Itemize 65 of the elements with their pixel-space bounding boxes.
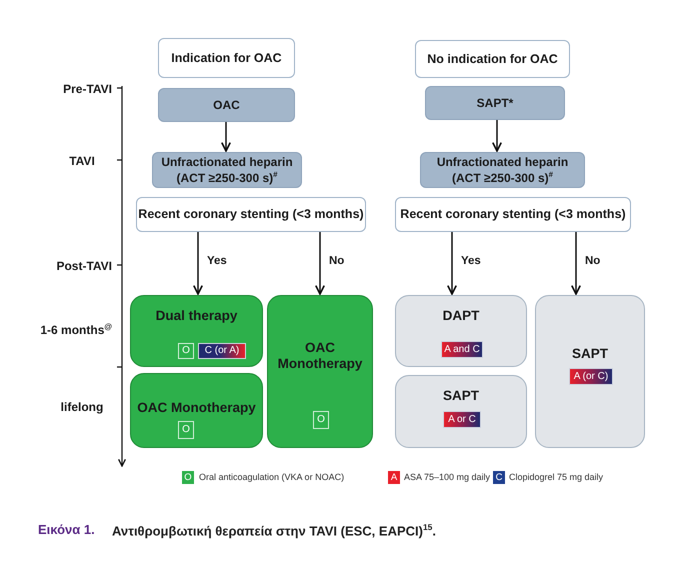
figure-number: Εικόνα 1. [38, 522, 95, 537]
legend-text: Clopidogrel 75 mg daily [509, 472, 604, 482]
badge-text: A or C [448, 414, 476, 426]
box-heading: OAC Monotherapy [276, 340, 364, 372]
box-heading: OAC Monotherapy [136, 400, 257, 416]
drug-badge [441, 341, 483, 358]
therapy-box [130, 373, 263, 448]
figure-caption: Αντιθρομβωτική θεραπεία στην TAVI (ESC, EAPCI)$^{15}$. [112, 522, 436, 538]
legend-swatch: A [388, 471, 400, 484]
arrow [220, 122, 232, 152]
box-heading: DAPT [442, 308, 480, 324]
box-heading: SAPT [442, 388, 480, 404]
box-text: Recent coronary stenting (<3 months) [400, 207, 626, 222]
arrow [570, 232, 582, 295]
box-text: Unfractionated heparin (ACT ≥250-300 s)$^{#}$ [436, 155, 570, 185]
edge-label: No [584, 255, 602, 267]
edge-label: Yes [206, 255, 228, 267]
timeline-label: TAVI [69, 154, 95, 168]
legend-text: ASA 75–100 mg daily [404, 472, 490, 482]
process-box [152, 152, 302, 188]
arrow [446, 232, 458, 295]
box-text: Indication for OAC [171, 50, 282, 66]
therapy-box [395, 375, 527, 448]
timeline-label: 1-6 months$^{@}$ [40, 322, 112, 337]
box-text: Unfractionated heparin (ACT ≥250-300 s)$^{#}$ [160, 155, 294, 185]
therapy-box [395, 295, 527, 367]
legend-swatch: C [493, 471, 505, 484]
drug-badge [443, 411, 481, 428]
badge-text: A (or C) [574, 370, 608, 382]
decision-box [136, 197, 366, 232]
box-text: No indication for OAC [427, 52, 558, 66]
legend-swatch: O [182, 471, 194, 484]
badge-text: O [182, 345, 190, 357]
box-text: Recent coronary stenting (<3 months) [138, 207, 364, 222]
therapy-box [130, 295, 263, 367]
badge-text: O [317, 414, 325, 426]
therapy-box [535, 295, 645, 448]
drug-badge [569, 368, 613, 385]
arrow [192, 232, 204, 295]
drug-badge [198, 343, 246, 359]
process-box [425, 86, 565, 120]
box-heading: SAPT [570, 346, 609, 362]
badge-text: C (or A) [204, 345, 240, 357]
badge-text: O [182, 424, 190, 436]
therapy-box [267, 295, 373, 448]
process-box [420, 152, 585, 188]
decision-box [158, 38, 295, 78]
arrow [314, 232, 326, 295]
legend-text: Oral anticoagulation (VKA or NOAC) [199, 472, 344, 482]
decision-box [415, 40, 570, 78]
timeline-label: Pre-TAVI [63, 82, 112, 96]
process-box [158, 88, 295, 122]
box-heading: Dual therapy [154, 308, 238, 324]
drug-badge [178, 343, 194, 359]
box-text: OAC [213, 98, 240, 112]
arrow [492, 120, 502, 152]
drug-badge [313, 411, 329, 429]
decision-box [395, 197, 631, 232]
box-text: SAPT* [476, 96, 514, 110]
drug-badge [178, 421, 194, 439]
edge-label: Yes [460, 255, 482, 267]
timeline-label: lifelong [60, 400, 104, 414]
edge-label: No [328, 255, 346, 267]
timeline-label: Post-TAVI [56, 259, 112, 273]
badge-text: A and C [444, 344, 480, 356]
